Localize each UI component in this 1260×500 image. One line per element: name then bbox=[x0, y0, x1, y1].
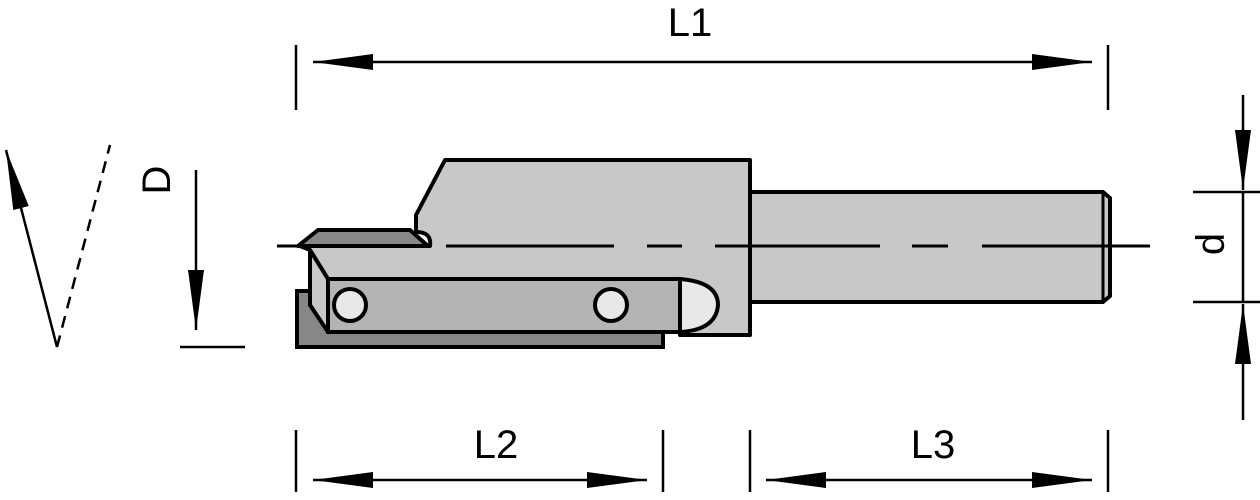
label-d: d bbox=[1189, 233, 1233, 255]
screw-hole bbox=[593, 287, 629, 323]
dimension-L3: L3 bbox=[748, 423, 1110, 492]
label-L3: L3 bbox=[911, 423, 956, 467]
top-insert bbox=[296, 228, 430, 248]
rotation-direction-icon bbox=[4, 144, 112, 348]
label-L2: L2 bbox=[474, 423, 519, 467]
label-L1: L1 bbox=[668, 1, 713, 45]
dimension-L1: L1 bbox=[294, 1, 1110, 110]
label-D: D bbox=[135, 166, 179, 195]
blade-nose bbox=[678, 276, 721, 335]
screw-hole bbox=[332, 287, 368, 323]
dimension-D: D bbox=[135, 166, 245, 349]
dimension-L2: L2 bbox=[294, 423, 665, 492]
dimension-d: d bbox=[1189, 95, 1260, 420]
